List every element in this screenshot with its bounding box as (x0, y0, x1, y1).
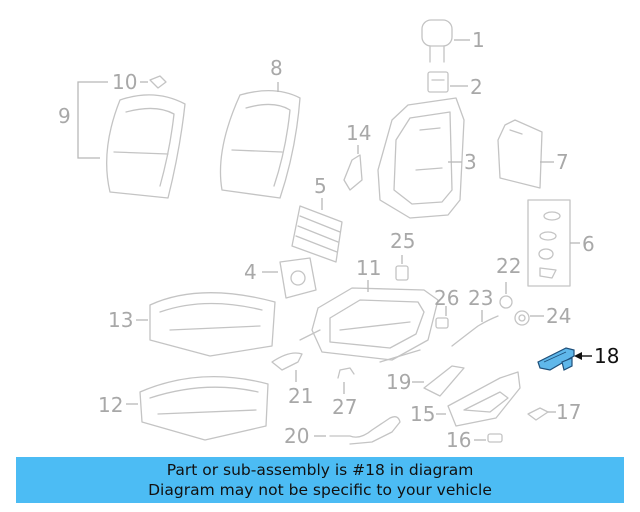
part-15-side-shield (436, 371, 521, 427)
part-5-lumbar-support (291, 198, 343, 263)
part-18-highlighted-cover (537, 347, 592, 371)
callout-23: 23 (468, 286, 493, 310)
callout-3: 3 (464, 150, 477, 174)
callout-12: 12 (98, 393, 123, 417)
part-19-side-rail (412, 365, 465, 397)
part-3-seatback-frame (377, 97, 465, 219)
callout-25: 25 (390, 229, 415, 253)
callout-8: 8 (270, 56, 283, 80)
part-22-knob (499, 282, 513, 309)
part-26-clip (435, 306, 449, 329)
callout-2: 2 (470, 75, 483, 99)
part-7-back-panel (497, 119, 554, 189)
callout-7: 7 (556, 150, 569, 174)
part-14-bracket (343, 145, 363, 191)
callout-5: 5 (314, 174, 327, 198)
part-2-headrest-guide (427, 71, 468, 93)
callout-4: 4 (244, 260, 257, 284)
part-8-seatback-cover (219, 82, 301, 199)
callout-13: 13 (108, 308, 133, 332)
part-12-cushion-pad (126, 375, 269, 441)
callout-18-highlighted: 18 (594, 344, 619, 368)
part-23-cable (451, 310, 499, 347)
part-10-pad-clip (140, 75, 167, 89)
banner-line-2: Diagram may not be specific to your vehi… (148, 481, 492, 499)
callout-14: 14 (346, 121, 371, 145)
callout-16: 16 (446, 428, 471, 452)
callout-20: 20 (284, 424, 309, 448)
part-24-dial (514, 310, 544, 326)
callout-11: 11 (356, 256, 381, 280)
part-25-connector (395, 255, 409, 281)
callout-17: 17 (556, 400, 581, 424)
callout-22: 22 (496, 254, 521, 278)
callout-24: 24 (546, 304, 571, 328)
callout-19: 19 (386, 370, 411, 394)
part-6-clips (527, 199, 580, 287)
callout-9: 9 (58, 104, 71, 128)
part-4-recliner (262, 257, 317, 299)
callout-10: 10 (112, 70, 137, 94)
callout-26: 26 (434, 286, 459, 310)
part-16-clip (474, 433, 503, 443)
callout-21: 21 (288, 384, 313, 408)
part-20-wire-harness (314, 416, 401, 445)
part-9-seatback-pad (77, 81, 186, 199)
part-27-hook (337, 367, 355, 394)
banner-line-1: Part or sub-assembly is #18 in diagram (166, 461, 474, 479)
info-banner: Part or sub-assembly is #18 in diagram D… (16, 457, 624, 503)
part-13-cushion-cover (136, 292, 276, 357)
callout-27: 27 (332, 395, 357, 419)
callout-6: 6 (582, 232, 595, 256)
part-17-trim (527, 407, 556, 421)
part-21-lever (271, 352, 303, 382)
callout-15: 15 (410, 402, 435, 426)
seat-parts-diagram: 1 2 3 7 6 8 (58, 19, 619, 452)
part-11-seat-frame (299, 280, 439, 363)
part-1-headrest (421, 19, 470, 63)
callout-1: 1 (472, 28, 485, 52)
